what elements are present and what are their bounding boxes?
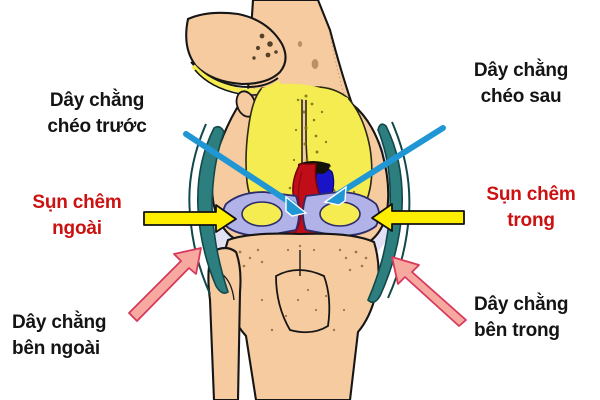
medial-meniscus-arrow (371, 203, 465, 232)
lcl-shape (197, 125, 229, 294)
label-acl: Dây chằng chéo trước (47, 90, 147, 137)
annotation-arrows (128, 125, 467, 327)
label-medial-meniscus: Sụn chêm trong (486, 184, 576, 231)
tibia-shading (232, 244, 368, 332)
label-mcl: Dây chằng bên trong (474, 294, 569, 341)
patella-shape (185, 11, 287, 118)
acl-arrow (183, 131, 308, 217)
lcl-arrow (128, 247, 202, 322)
lateral-meniscus-shape (222, 191, 300, 237)
lateral-meniscus-arrow (143, 204, 237, 233)
mcl-arrow (391, 256, 467, 327)
tibial-tuberosity (275, 269, 331, 334)
pcl-arrow (323, 125, 446, 206)
label-lcl: Dây chằng bên ngoài (12, 312, 107, 359)
label-pcl: Dây chằng chéo sau (473, 60, 569, 107)
medial-meniscus-shape (302, 191, 380, 237)
label-lateral-meniscus: Sụn chêm ngoài (32, 192, 122, 239)
